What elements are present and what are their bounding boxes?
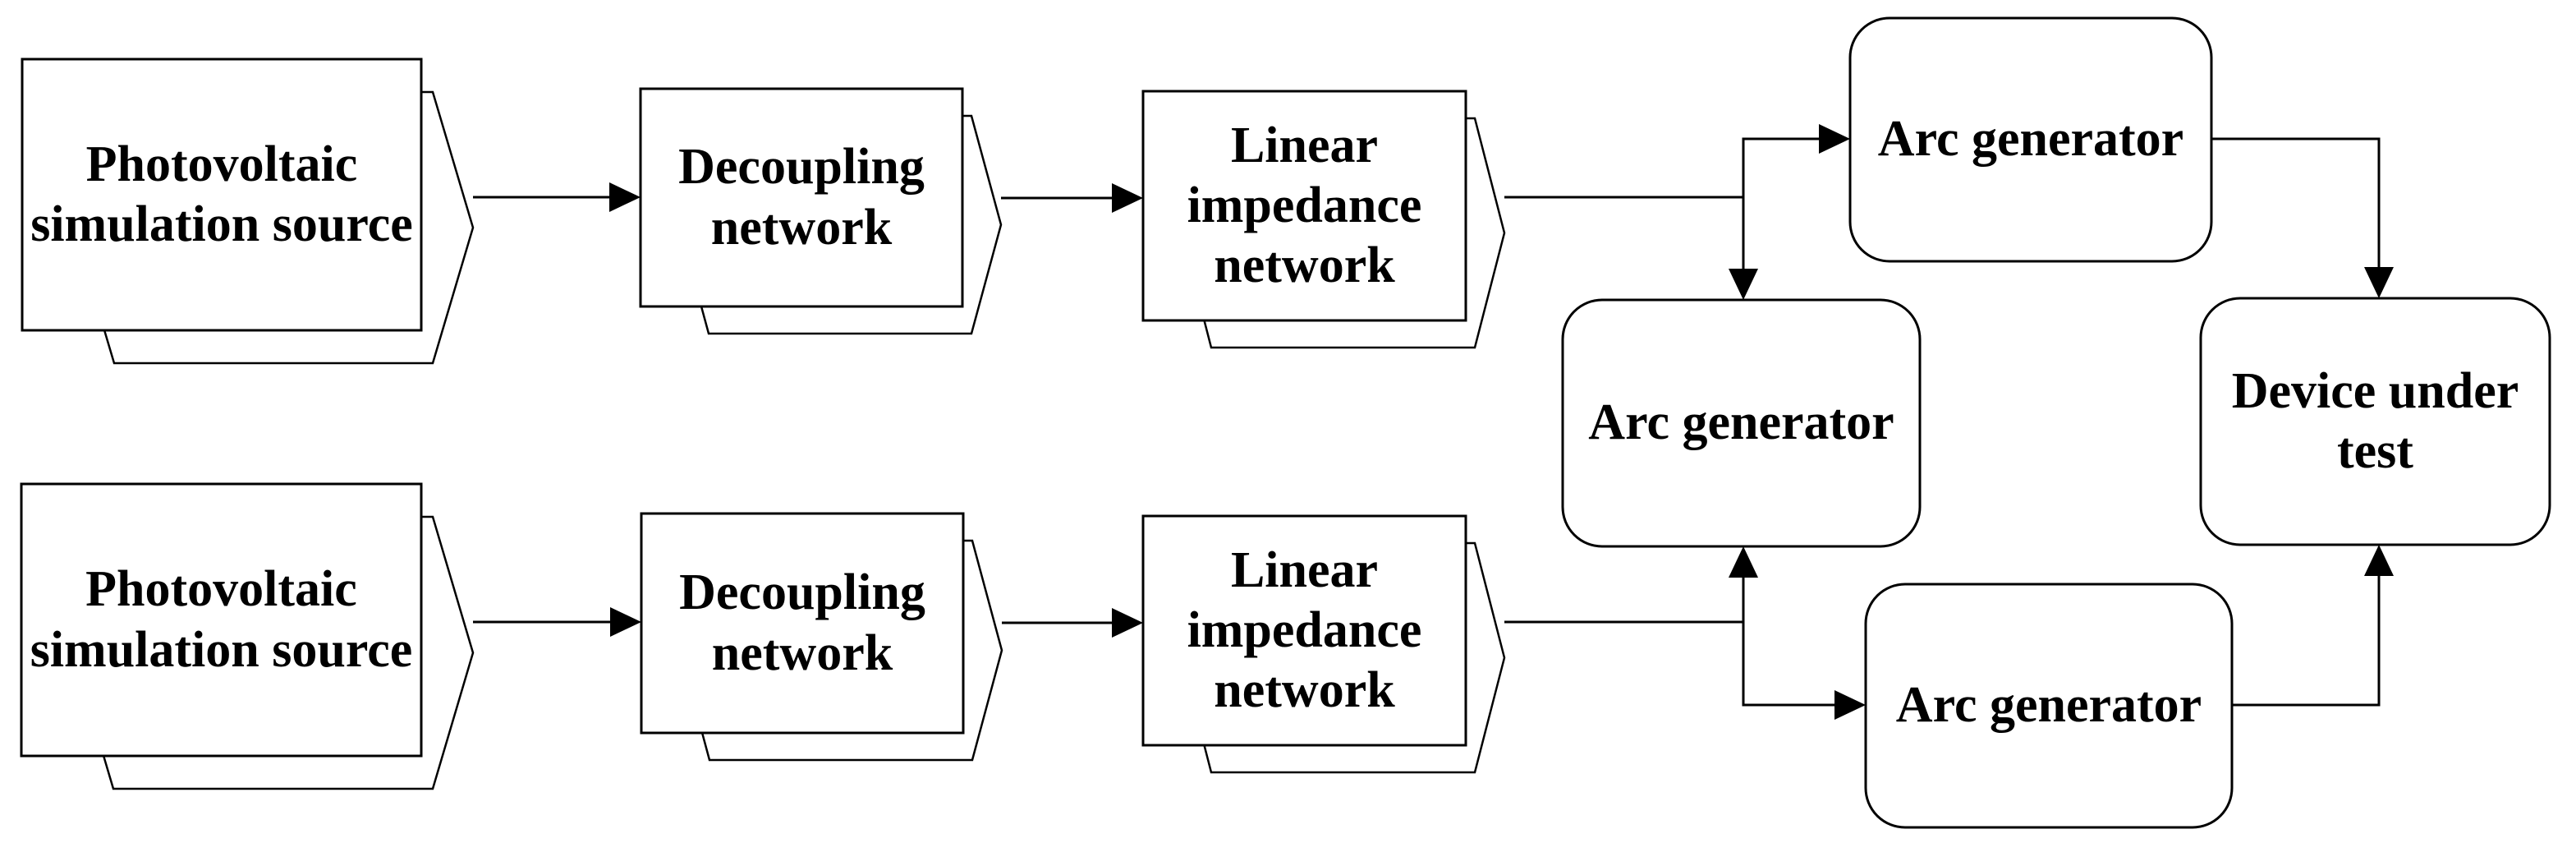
arrow-into-arc-generator-top: [1819, 124, 1850, 154]
connector-junction-down-to-arc-bottom: [1742, 622, 1834, 707]
arc-generator-top-box: [1848, 16, 2213, 263]
arrow-into-arc-generator-middle-bottom: [1729, 546, 1758, 578]
connector-arc-top-to-dut: [2211, 137, 2381, 267]
connector-arc-bottom-to-dut: [2232, 576, 2381, 707]
arrow-into-arc-generator-bottom: [1834, 690, 1866, 720]
linear-impedance-bottom-box: [1141, 514, 1467, 747]
device-under-test-box: [2199, 297, 2551, 546]
arc-generator-middle-box: [1561, 298, 1922, 548]
pv-source-bottom-box: [20, 482, 423, 758]
linear-impedance-top-box: [1141, 90, 1467, 322]
pv-source-top-box: [21, 58, 423, 332]
arrow-into-decoupling-top: [609, 182, 641, 212]
decoupling-top-box: [639, 87, 964, 308]
arrow-into-lin-top: [1112, 183, 1143, 213]
arc-generator-bottom-box: [1864, 583, 2234, 829]
arrow-into-lin-bottom: [1112, 608, 1143, 638]
connector-junction-up-to-arc-top: [1742, 137, 1819, 197]
arrow-into-arc-generator-middle-top: [1729, 269, 1758, 300]
arrow-into-decoupling-bottom: [610, 607, 641, 637]
arrow-into-dut-bottom: [2364, 545, 2394, 576]
arrow-into-dut-top: [2364, 267, 2394, 298]
decoupling-bottom-box: [640, 512, 965, 735]
